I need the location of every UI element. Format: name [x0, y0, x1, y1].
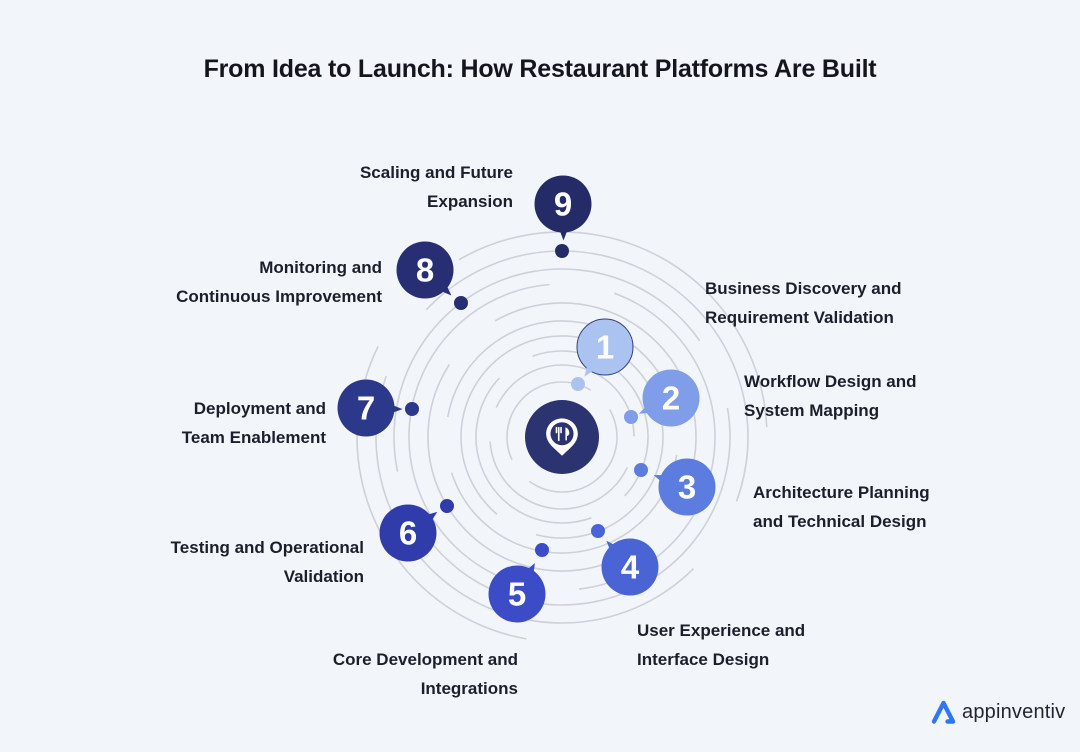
step-6-dot	[440, 499, 454, 513]
step-1-bubble: 1	[576, 318, 634, 376]
step-9-dot	[555, 244, 569, 258]
step-4-label-line2: Interface Design	[637, 650, 770, 669]
step-5-dot	[535, 543, 549, 557]
step-9-label-line1: Scaling and Future	[359, 163, 513, 182]
step-5-number: 5	[507, 575, 527, 613]
step-7-label-line2: Team Enablement	[181, 428, 326, 447]
step-7-number: 7	[356, 389, 376, 427]
step-5-label: Core Development and Integrations	[333, 645, 518, 703]
page-title: From Idea to Launch: How Restaurant Plat…	[203, 55, 877, 83]
step-1-label-line1: Business Discovery and	[705, 279, 902, 298]
step-3-label-line2: and Technical Design	[753, 512, 927, 531]
step-2-number: 2	[661, 379, 681, 417]
step-8-label: Monitoring and Continuous Improvement	[176, 253, 382, 311]
step-9-bubble: 9	[534, 175, 592, 233]
center-hub	[525, 400, 599, 474]
step-3-label-line1: Architecture Planning	[753, 483, 930, 502]
step-1-label: Business Discovery and Requirement Valid…	[705, 274, 902, 332]
appinventiv-mark-icon	[931, 700, 956, 724]
step-3-label: Architecture Planning and Technical Desi…	[753, 478, 930, 536]
step-8-label-line1: Monitoring and	[259, 258, 382, 277]
step-4-dot	[591, 524, 605, 538]
step-8-number: 8	[415, 251, 435, 289]
step-8-dot	[454, 296, 468, 310]
step-2-label: Workflow Design and System Mapping	[744, 367, 917, 425]
step-1-label-line2: Requirement Validation	[705, 308, 894, 327]
step-6-label-line1: Testing and Operational	[170, 538, 364, 557]
step-7-label: Deployment and Team Enablement	[182, 394, 326, 452]
step-6-number: 6	[398, 514, 418, 552]
step-4-number: 4	[620, 548, 640, 586]
step-7-bubble: 7	[337, 379, 395, 437]
step-3-bubble: 3	[658, 458, 716, 516]
step-9-label: Scaling and Future Expansion	[360, 158, 513, 216]
step-4-label-line1: User Experience and	[637, 621, 806, 640]
step-6-label-line2: Validation	[283, 567, 364, 586]
brand-name: appinventiv	[962, 700, 1066, 723]
step-4-label: User Experience and Interface Design	[637, 616, 805, 674]
step-3-dot	[634, 463, 648, 477]
step-7-dot	[405, 402, 419, 416]
step-3-number: 3	[677, 468, 697, 506]
step-5-label-line1: Core Development and	[332, 650, 518, 669]
step-1-dot	[571, 377, 585, 391]
step-2-bubble: 2	[642, 369, 700, 427]
step-2-dot	[624, 410, 638, 424]
step-6-label: Testing and Operational Validation	[171, 533, 364, 591]
restaurant-pin-icon	[546, 418, 578, 456]
step-2-label-line1: Workflow Design and	[744, 372, 917, 391]
step-5-label-line2: Integrations	[420, 679, 518, 698]
brand-logo: appinventiv	[930, 697, 1065, 727]
step-6-bubble: 6	[379, 504, 437, 562]
step-7-label-line1: Deployment and	[193, 399, 326, 418]
step-5-bubble: 5	[488, 565, 546, 623]
step-9-number: 9	[553, 185, 573, 223]
step-8-label-line2: Continuous Improvement	[176, 287, 382, 306]
step-9-label-line2: Expansion	[427, 192, 513, 211]
step-2-label-line2: System Mapping	[744, 401, 880, 420]
step-1-number: 1	[595, 328, 615, 366]
step-4-bubble: 4	[601, 538, 659, 596]
step-8-bubble: 8	[396, 241, 454, 299]
